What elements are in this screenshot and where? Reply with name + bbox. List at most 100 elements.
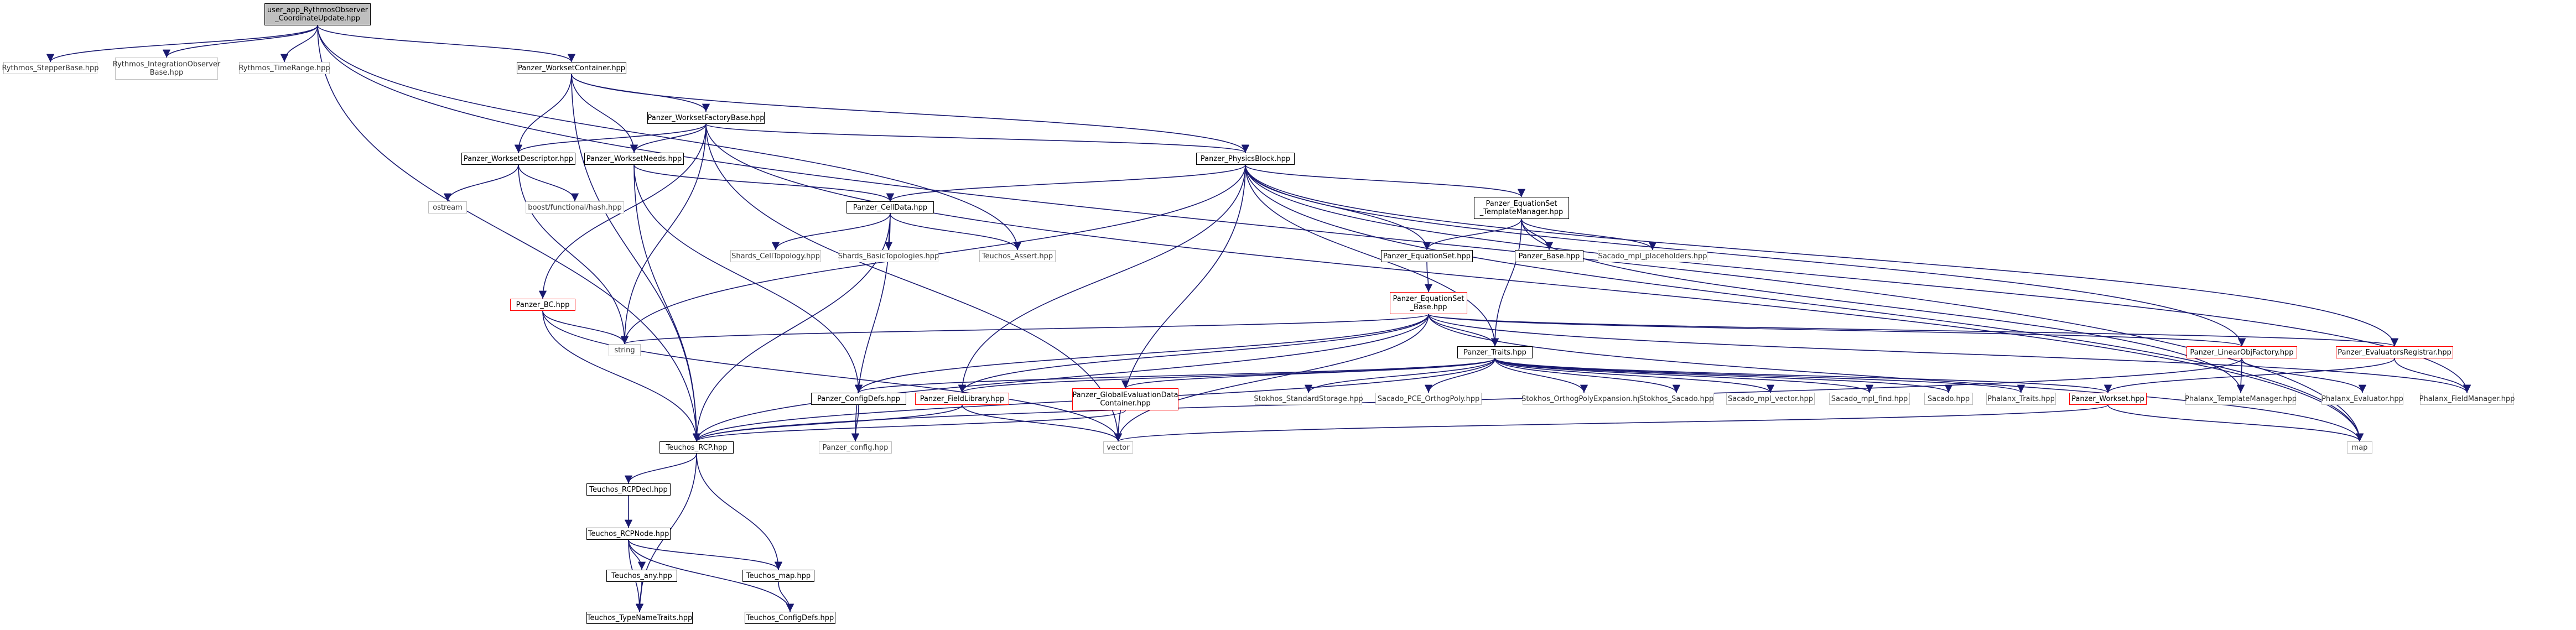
include-edge-traits-to-sacadovec <box>1494 358 1774 393</box>
include-edge-workset-to-vector <box>1114 404 2108 442</box>
node-phxfm[interactable]: Phalanx_FieldManager.hpp <box>2419 393 2515 405</box>
node-wsc[interactable]: Panzer_WorksetContainer.hpp <box>517 62 626 74</box>
include-edge-eqsetbase-to-linobj <box>1428 314 2246 347</box>
include-edge-wfb-to-wneeds <box>630 123 707 153</box>
node-any[interactable]: Teuchos_any.hpp <box>606 570 677 582</box>
node-integobs[interactable]: Rythmos_IntegrationObserver Base.hpp <box>112 58 221 80</box>
node-wneeds[interactable]: Panzer_WorksetNeeds.hpp <box>584 153 684 165</box>
include-edge-workset-to-map <box>2107 404 2364 442</box>
node-label: Panzer_EquationSet.hpp <box>1383 252 1471 261</box>
node-label: Sacado_mpl_vector.hpp <box>1728 394 1813 403</box>
node-pbase[interactable]: Panzer_Base.hpp <box>1515 250 1583 262</box>
node-shardsbasic[interactable]: Shards_BasicTopologies.hpp <box>838 250 939 262</box>
node-rcpdecl[interactable]: Teuchos_RCPDecl.hpp <box>586 483 671 496</box>
include-edge-pblock-to-linobj <box>1245 164 2246 347</box>
node-boosthash[interactable]: boost/functional/hash.hpp <box>526 201 624 214</box>
node-celldata[interactable]: Panzer_CellData.hpp <box>846 201 934 214</box>
node-stepper[interactable]: Rythmos_StepperBase.hpp <box>2 62 98 74</box>
include-edge-globaleval-to-rcp <box>693 410 1126 442</box>
node-label: Panzer_config.hpp <box>822 443 889 452</box>
node-label: Shards_CellTopology.hpp <box>731 252 820 261</box>
include-edge-configdefs-to-pconfig <box>851 404 860 442</box>
node-label: Rythmos_IntegrationObserver Base.hpp <box>112 60 221 77</box>
include-edge-celldata-to-shardstopo <box>771 213 891 251</box>
node-tmap[interactable]: Teuchos_map.hpp <box>742 570 814 582</box>
node-sacadopce[interactable]: Sacado_PCE_OrthogPoly.hpp <box>1375 393 1482 405</box>
node-assert[interactable]: Teuchos_Assert.hpp <box>979 250 1056 262</box>
include-edge-traits-to-sacadofind <box>1494 358 1873 393</box>
node-label: Stokhos_Sacado.hpp <box>1639 394 1714 403</box>
node-sacado[interactable]: Sacado.hpp <box>1924 393 1973 405</box>
include-edge-wsc-to-rcp <box>571 74 701 442</box>
node-sacadofind[interactable]: Sacado_mpl_find.hpp <box>1829 393 1910 405</box>
include-edge-pblock-to-traits <box>1245 164 1499 347</box>
node-label: Phalanx_Evaluator.hpp <box>2321 394 2403 403</box>
node-label: string <box>614 346 635 355</box>
node-eqsettm[interactable]: Panzer_EquationSet _TemplateManager.hpp <box>1474 197 1569 219</box>
node-pblock[interactable]: Panzer_PhysicsBlock.hpp <box>1196 153 1295 165</box>
node-wfb[interactable]: Panzer_WorksetFactoryBase.hpp <box>647 112 765 124</box>
node-bc[interactable]: Panzer_BC.hpp <box>510 299 575 311</box>
include-edge-evalreg-to-workset <box>2104 358 2395 393</box>
node-phxtm[interactable]: Phalanx_TemplateManager.hpp <box>2184 393 2297 405</box>
node-ostream[interactable]: ostream <box>428 201 467 214</box>
node-vector[interactable]: vector <box>1103 441 1133 454</box>
node-rcpnode[interactable]: Teuchos_RCPNode.hpp <box>586 528 671 540</box>
node-configdefs[interactable]: Panzer_ConfigDefs.hpp <box>811 393 906 405</box>
include-edge-pblock-to-eqsettm <box>1245 164 1525 197</box>
node-workset[interactable]: Panzer_Workset.hpp <box>2069 393 2147 405</box>
node-sacadoph[interactable]: Sacado_mpl_placeholders.hpp <box>1598 250 1707 262</box>
node-label: Teuchos_map.hpp <box>746 571 811 580</box>
include-edge-wfb-to-string <box>620 123 707 345</box>
node-phxtraits[interactable]: Phalanx_Traits.hpp <box>1986 393 2056 405</box>
node-eqset[interactable]: Panzer_EquationSet.hpp <box>1381 250 1473 262</box>
node-stokstd[interactable]: Stokhos_StandardStorage.hpp <box>1254 393 1363 405</box>
node-root[interactable]: user_app_RythmosObserver _CoordinateUpda… <box>264 3 371 25</box>
node-phxeval[interactable]: Phalanx_Evaluator.hpp <box>2321 393 2403 405</box>
node-wdesc[interactable]: Panzer_WorksetDescriptor.hpp <box>461 153 575 165</box>
include-edge-bc-to-vector <box>542 310 1123 442</box>
node-label: Teuchos_RCP.hpp <box>666 443 728 452</box>
include-edge-celldata-to-assert <box>890 213 1022 251</box>
include-edge-root-to-rcp <box>317 25 701 442</box>
node-evalreg[interactable]: Panzer_EvaluatorsRegistrar.hpp <box>2336 346 2453 358</box>
node-rcp[interactable]: Teuchos_RCP.hpp <box>659 441 734 454</box>
node-shardstopo[interactable]: Shards_CellTopology.hpp <box>730 250 821 262</box>
node-label: Phalanx_TemplateManager.hpp <box>2184 394 2297 403</box>
node-label: Panzer_EquationSet _Base.hpp <box>1393 295 1464 311</box>
include-edge-eqsetbase-to-rcp <box>692 314 1429 442</box>
include-edge-wsc-to-wneeds <box>571 74 638 153</box>
include-edge-any-to-typename <box>635 581 644 612</box>
include-edge-wfb-to-vector <box>705 123 1123 442</box>
node-tconfig[interactable]: Teuchos_ConfigDefs.hpp <box>745 612 835 624</box>
node-string[interactable]: string <box>609 344 641 356</box>
node-typename[interactable]: Teuchos_TypeNameTraits.hpp <box>586 612 693 624</box>
include-edge-eqsetbase-to-traits <box>1428 314 1499 347</box>
node-stoksacado[interactable]: Stokhos_Sacado.hpp <box>1639 393 1714 405</box>
node-fieldlib[interactable]: Panzer_FieldLibrary.hpp <box>915 393 1009 405</box>
node-timerange[interactable]: Rythmos_TimeRange.hpp <box>238 62 330 74</box>
node-stokorth[interactable]: Stokhos_OrthogPolyExpansion.hpp <box>1521 393 1647 405</box>
node-label: ostream <box>433 203 463 212</box>
include-edge-wsc-to-pblock <box>571 74 1249 153</box>
node-label: Stokhos_StandardStorage.hpp <box>1254 394 1363 403</box>
node-linobj[interactable]: Panzer_LinearObjFactory.hpp <box>2187 346 2297 358</box>
node-map[interactable]: map <box>2347 441 2372 454</box>
node-eqsetbase[interactable]: Panzer_EquationSet _Base.hpp <box>1390 292 1467 314</box>
node-label: Panzer_ConfigDefs.hpp <box>817 394 901 403</box>
node-label: Teuchos_Assert.hpp <box>981 252 1053 261</box>
node-label: vector <box>1107 443 1130 452</box>
node-label: Sacado_mpl_placeholders.hpp <box>1598 252 1707 261</box>
include-edge-pblock-to-map <box>1245 164 2364 442</box>
node-label: Panzer_WorksetDescriptor.hpp <box>463 154 574 163</box>
node-globaleval[interactable]: Panzer_GlobalEvaluationData Container.hp… <box>1072 388 1178 410</box>
include-edge-wsc-to-wdesc <box>514 74 572 153</box>
node-sacadovec[interactable]: Sacado_mpl_vector.hpp <box>1726 393 1815 405</box>
node-traits[interactable]: Panzer_Traits.hpp <box>1457 346 1533 358</box>
node-label: Panzer_PhysicsBlock.hpp <box>1200 154 1291 163</box>
include-edge-wneeds-to-configdefs <box>633 164 863 393</box>
node-pconfig[interactable]: Panzer_config.hpp <box>819 441 892 454</box>
include-edge-eqsetbase-to-vector <box>1114 314 1429 442</box>
node-label: Panzer_BC.hpp <box>516 300 570 309</box>
include-edge-wneeds-to-celldata <box>633 164 894 202</box>
